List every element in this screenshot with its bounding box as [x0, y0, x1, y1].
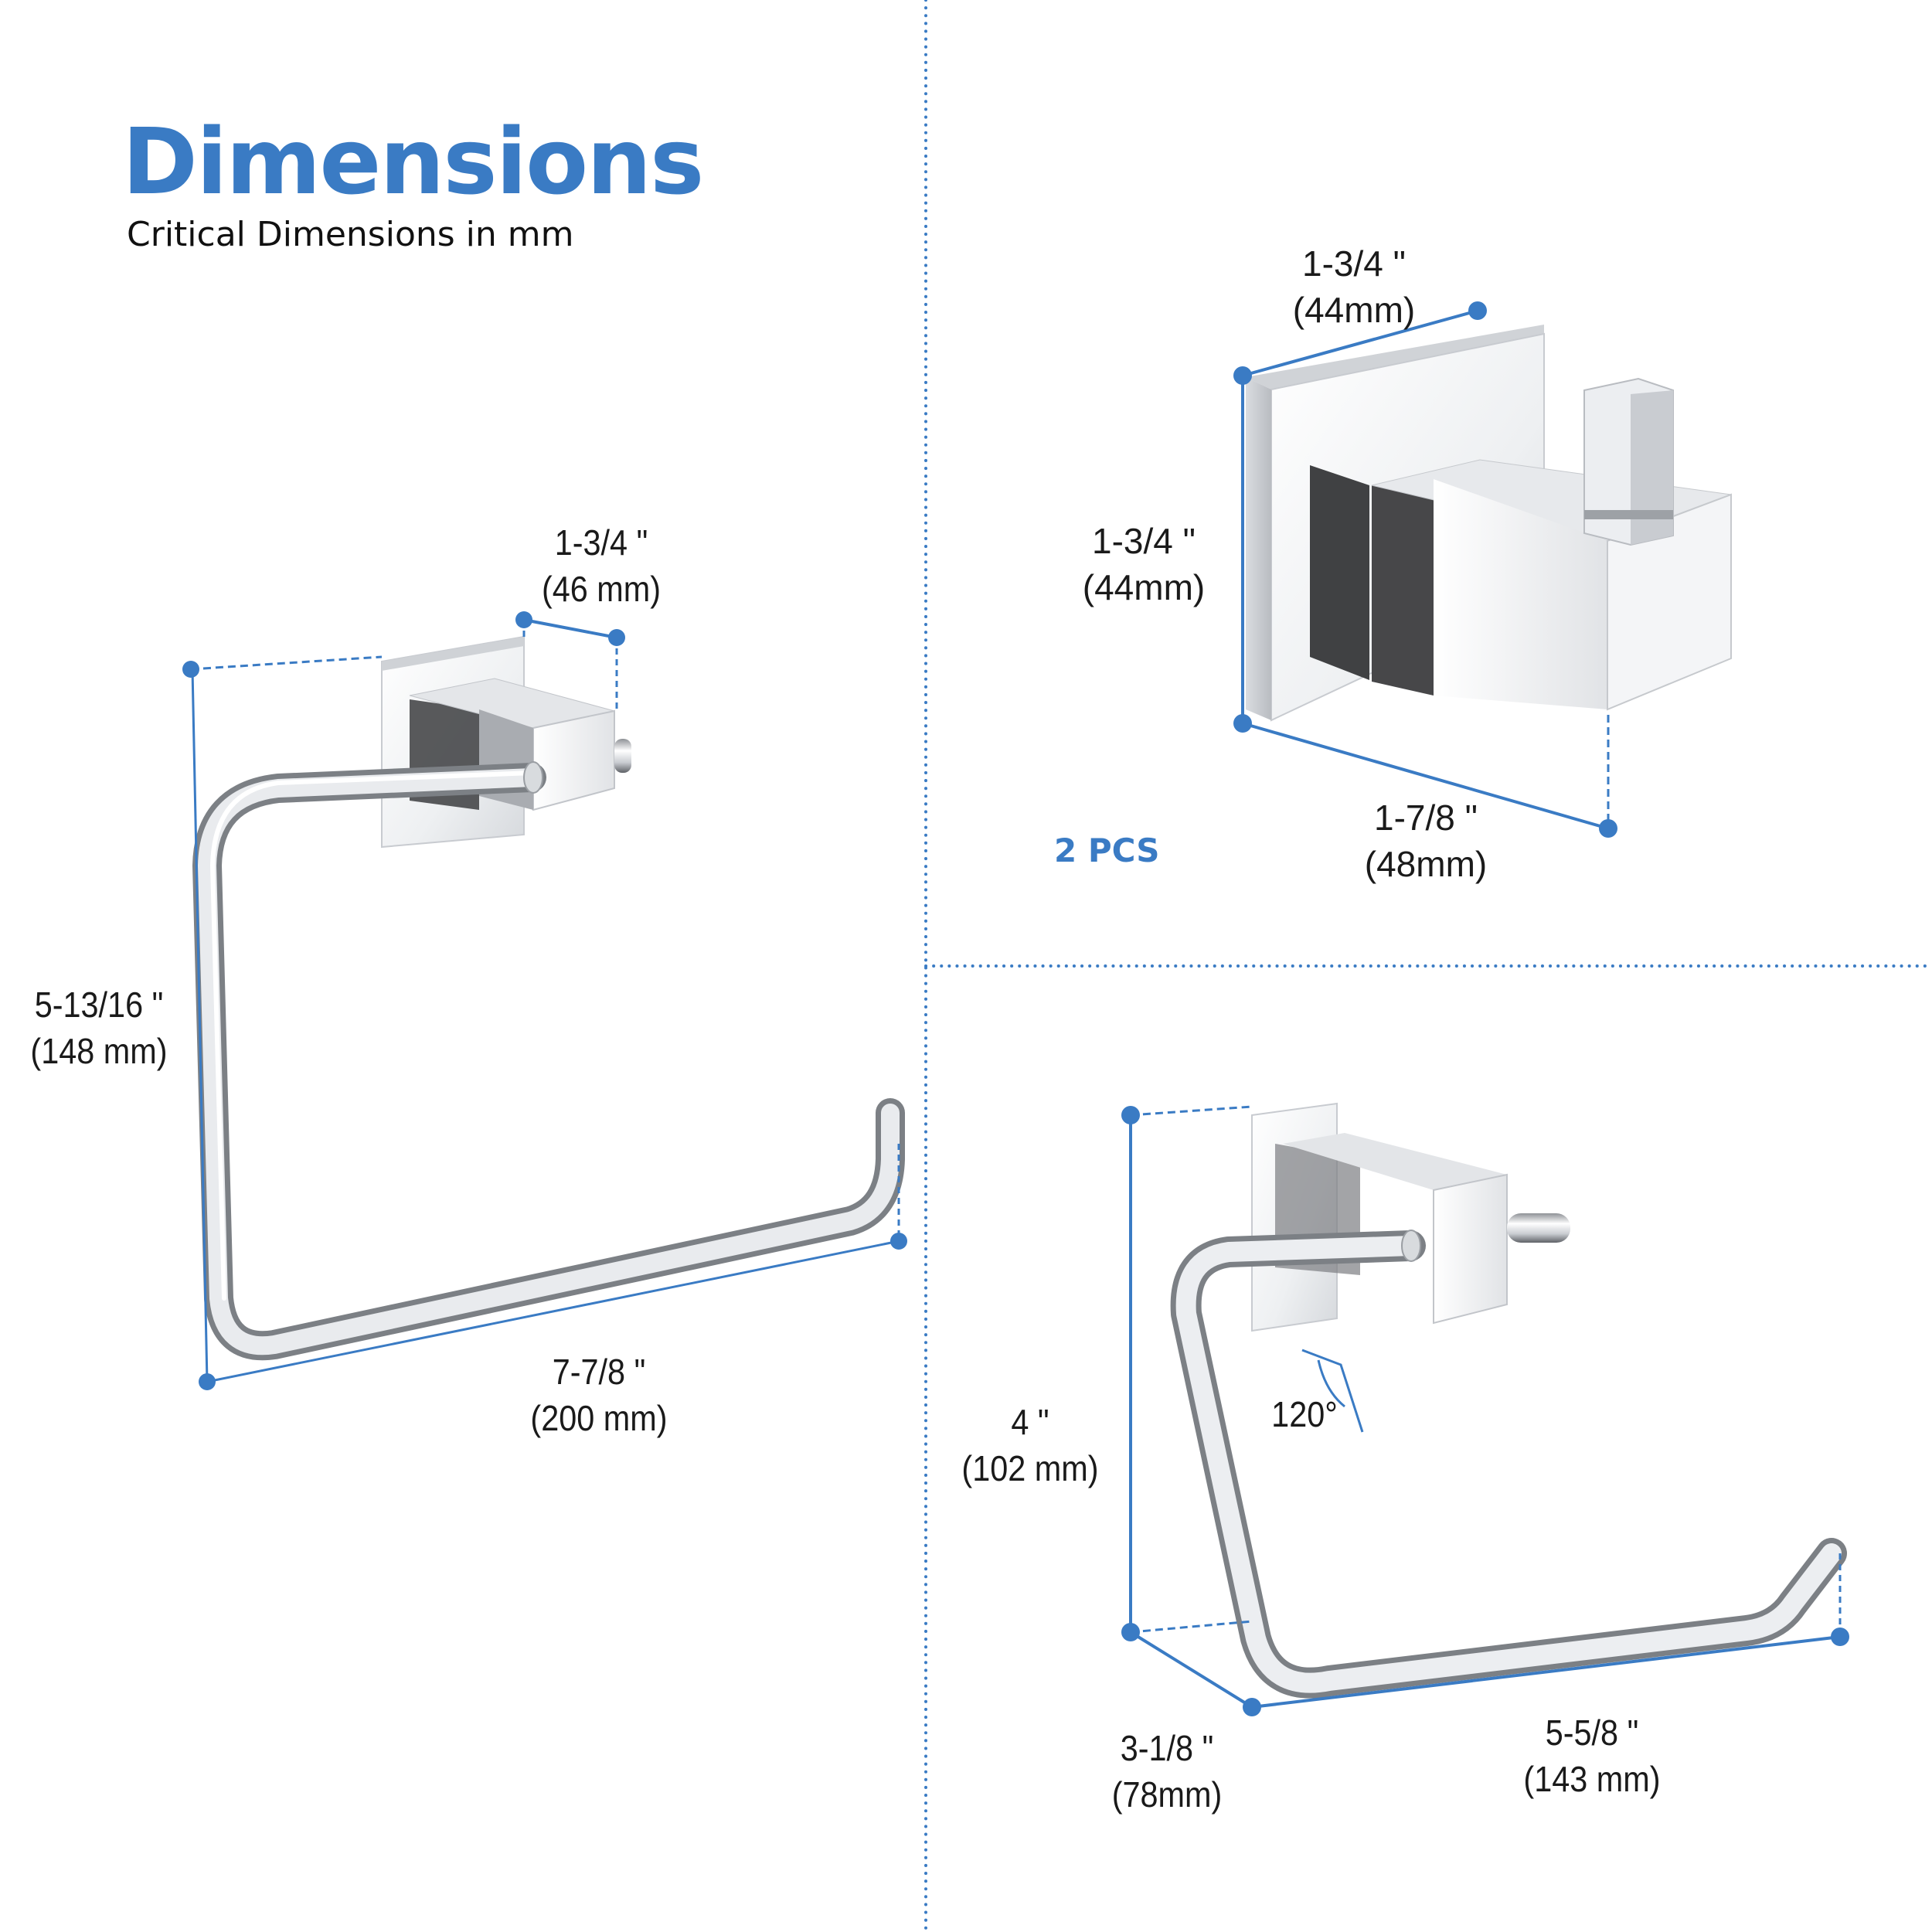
paper-holder-length-metric: (143 mm) [1523, 1759, 1661, 1799]
paper-holder-dimension-lines [1121, 1105, 1849, 1716]
page-subtitle: Critical Dimensions in mm [127, 215, 574, 254]
paper-holder-angle-label: 120° [1271, 1391, 1338, 1437]
paper-holder-depth-label: 3-1/8 " (78mm) [1112, 1725, 1223, 1818]
towel-ring-width-imperial: 1-3/4 " [554, 522, 648, 563]
towel-ring-length-imperial: 7-7/8 " [552, 1352, 646, 1392]
towel-ring-illustration [192, 635, 905, 1361]
paper-holder-depth-imperial: 3-1/8 " [1120, 1728, 1214, 1768]
page-title: Dimensions [122, 108, 704, 215]
robe-hook-depth-label: 1-7/8 " (48mm) [1365, 794, 1487, 887]
towel-ring-length-label: 7-7/8 " (200 mm) [530, 1349, 667, 1441]
paper-holder-illustration [1170, 1102, 1847, 1699]
towel-ring-width-metric: (46 mm) [541, 569, 662, 609]
robe-hook-height-metric: (44mm) [1082, 567, 1206, 607]
towel-ring-height-imperial: 5-13/16 " [34, 985, 164, 1025]
paper-holder-length-imperial: 5-5/8 " [1545, 1713, 1639, 1753]
towel-ring-length-metric: (200 mm) [530, 1398, 668, 1438]
robe-hook-quantity: 2 PCS [1054, 832, 1160, 869]
robe-hook-depth-metric: (48mm) [1364, 844, 1488, 884]
towel-ring-dimension-lines [182, 611, 907, 1390]
panel-dividers [924, 0, 1932, 1932]
robe-hook-top-imperial: 1-3/4 " [1302, 243, 1406, 284]
paper-holder-length-label: 5-5/8 " (143 mm) [1523, 1709, 1660, 1802]
paper-holder-height-label: 4 " (102 mm) [961, 1399, 1098, 1492]
robe-hook-dimension-lines [1233, 301, 1617, 838]
paper-holder-angle-value: 120° [1271, 1394, 1338, 1434]
robe-hook-illustration [1246, 325, 1732, 722]
towel-ring-height-label: 5-13/16 " (148 mm) [30, 981, 167, 1074]
paper-holder-height-imperial: 4 " [1011, 1402, 1049, 1442]
robe-hook-top-label: 1-3/4 " (44mm) [1293, 240, 1415, 333]
robe-hook-top-metric: (44mm) [1292, 290, 1416, 330]
towel-ring-width-label: 1-3/4 " (46 mm) [542, 519, 661, 612]
paper-holder-height-metric: (102 mm) [961, 1448, 1099, 1488]
towel-ring-height-metric: (148 mm) [30, 1031, 168, 1071]
robe-hook-height-label: 1-3/4 " (44mm) [1083, 518, 1205, 611]
paper-holder-depth-metric: (78mm) [1111, 1774, 1223, 1815]
robe-hook-height-imperial: 1-3/4 " [1092, 521, 1196, 561]
robe-hook-depth-imperial: 1-7/8 " [1374, 798, 1478, 838]
